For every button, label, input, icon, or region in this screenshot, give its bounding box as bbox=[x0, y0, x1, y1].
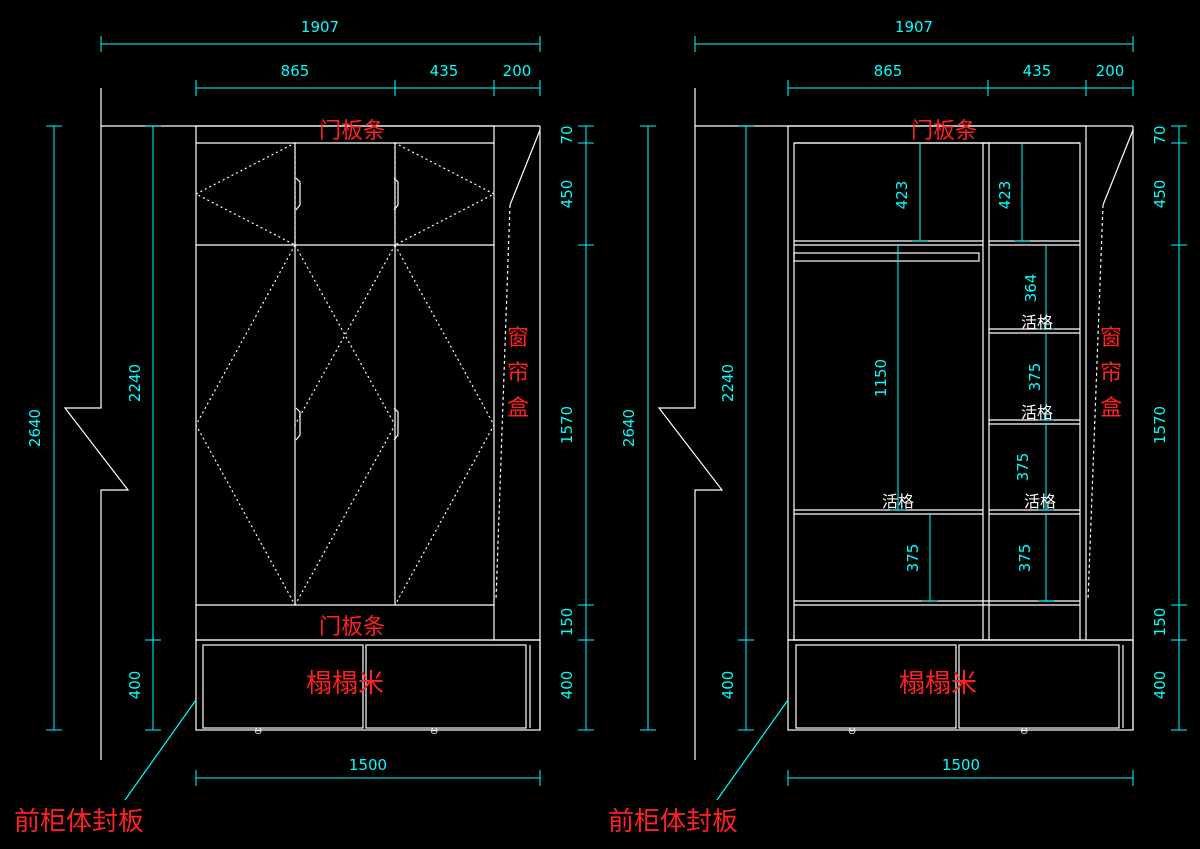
dim-bottom-width-right: 1500 bbox=[942, 756, 980, 774]
dim-h70-right: 70 bbox=[1151, 125, 1169, 144]
adj-shelf-label-3: 活格 bbox=[882, 492, 914, 511]
dim-interior-375-a: 375 bbox=[1026, 363, 1044, 392]
svg-text:⊖: ⊖ bbox=[1020, 726, 1028, 737]
tatami-label: 榻榻米 bbox=[306, 669, 384, 699]
door-handle-4 bbox=[393, 407, 399, 441]
left-annotations: 门板条 门板条 窗 帘 盒 榻榻米 前柜体封板 bbox=[14, 119, 529, 837]
right-white-labels: 活格 活格 活格 活格 bbox=[882, 313, 1056, 511]
dim-cabinet-height-right: 2240 bbox=[719, 364, 737, 402]
dim-base-height: 400 bbox=[126, 671, 144, 700]
dim-total-width-right: 1907 bbox=[895, 18, 933, 36]
door-swing-lines bbox=[195, 142, 495, 606]
dim-h400: 400 bbox=[558, 671, 576, 700]
door-strip-top-label: 门板条 bbox=[319, 119, 385, 144]
dim-interior-1150: 1150 bbox=[872, 359, 890, 397]
dim-total-width: 1907 bbox=[301, 18, 339, 36]
dim-bottom-width: 1500 bbox=[349, 756, 387, 774]
right-elevation-interior-view: ⊖ ⊖ bbox=[657, 88, 1134, 801]
door-handle-3 bbox=[295, 407, 301, 441]
dim-interior-423-left: 423 bbox=[893, 181, 911, 210]
dim-h400-right: 400 bbox=[1151, 671, 1169, 700]
door-strip-top-label-right: 门板条 bbox=[911, 119, 977, 144]
dim-total-height-right: 2640 bbox=[620, 409, 638, 447]
dim-h1570: 1570 bbox=[558, 406, 576, 444]
dim-interior-364: 364 bbox=[1022, 274, 1040, 303]
curtain-box-label-1: 窗 bbox=[507, 326, 529, 351]
dim-total-height: 2640 bbox=[26, 409, 44, 447]
dim-200-right: 200 bbox=[1096, 62, 1125, 80]
curtain-box-label-right-2: 帘 bbox=[1100, 361, 1122, 386]
right-dimension-text: 1907 865 435 200 1500 2640 2240 400 70 4… bbox=[620, 18, 1169, 774]
curtain-box-label-right-3: 盒 bbox=[1100, 396, 1122, 421]
left-elevation-door-view: ⊖ ⊖ bbox=[63, 88, 541, 801]
dim-interior-375-c: 375 bbox=[904, 544, 922, 573]
door-handle-2 bbox=[393, 177, 399, 211]
dim-interior-423-right: 423 bbox=[996, 181, 1014, 210]
dim-865: 865 bbox=[281, 62, 310, 80]
dim-h150-right: 150 bbox=[1151, 608, 1169, 637]
dim-h70: 70 bbox=[558, 125, 576, 144]
tatami-drawer-right-2 bbox=[958, 644, 1120, 729]
door-handle-1 bbox=[295, 177, 301, 211]
dim-h150: 150 bbox=[558, 608, 576, 637]
left-dimension-lines bbox=[46, 36, 594, 786]
svg-text:⊖: ⊖ bbox=[848, 726, 856, 737]
dim-cabinet-height: 2240 bbox=[126, 364, 144, 402]
adj-shelf-label-4: 活格 bbox=[1024, 492, 1056, 511]
wall-break-line-right bbox=[657, 88, 724, 760]
dim-200: 200 bbox=[503, 62, 532, 80]
hanging-rod bbox=[793, 252, 980, 262]
svg-text:⊖: ⊖ bbox=[430, 726, 438, 737]
curtain-box-label-3: 盒 bbox=[507, 396, 529, 421]
dim-h1570-right: 1570 bbox=[1151, 406, 1169, 444]
dim-435: 435 bbox=[430, 62, 459, 80]
curtain-box-label-right-1: 窗 bbox=[1100, 326, 1122, 351]
door-strip-bottom-label: 门板条 bbox=[319, 615, 385, 640]
wall-break-line bbox=[63, 88, 130, 760]
left-dimension-text: 1907 865 435 200 1500 2640 2240 400 70 4… bbox=[26, 18, 576, 774]
front-panel-label: 前柜体封板 bbox=[14, 807, 144, 837]
right-annotations: 门板条 窗 帘 盒 榻榻米 前柜体封板 bbox=[608, 119, 1122, 837]
adj-shelf-label-1: 活格 bbox=[1021, 313, 1053, 332]
curtain-box-label-2: 帘 bbox=[507, 361, 529, 386]
dim-h450: 450 bbox=[558, 180, 576, 209]
dim-interior-375-d: 375 bbox=[1016, 544, 1034, 573]
curtain-box-slope-right bbox=[1102, 129, 1134, 206]
dim-base-height-right: 400 bbox=[719, 671, 737, 700]
front-panel-label-right: 前柜体封板 bbox=[608, 807, 738, 837]
curtain-box-slope bbox=[509, 129, 541, 206]
dim-435-right: 435 bbox=[1023, 62, 1052, 80]
right-dimension-lines bbox=[640, 36, 1187, 786]
adj-shelf-label-2: 活格 bbox=[1021, 403, 1053, 422]
tatami-outline-right bbox=[787, 639, 1134, 731]
dim-interior-375-b: 375 bbox=[1014, 453, 1032, 482]
dim-h450-right: 450 bbox=[1151, 180, 1169, 209]
tatami-drawer-1 bbox=[202, 644, 364, 729]
dim-865-right: 865 bbox=[874, 62, 903, 80]
tatami-label-right: 榻榻米 bbox=[899, 669, 977, 699]
tatami-drawer-right-1 bbox=[795, 644, 957, 729]
tatami-drawer-2 bbox=[365, 644, 527, 729]
svg-text:⊖: ⊖ bbox=[254, 726, 262, 737]
tatami-outline bbox=[195, 639, 541, 731]
front-panel-leader bbox=[124, 699, 197, 801]
front-panel-leader-right bbox=[716, 699, 789, 801]
